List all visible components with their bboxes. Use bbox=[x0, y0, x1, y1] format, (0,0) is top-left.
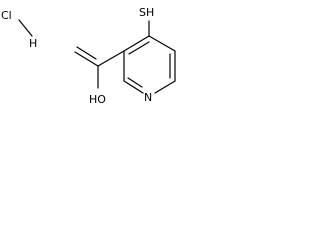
bond-c-o-double bbox=[74, 51, 99, 67]
bond-ring-cooh bbox=[97, 50, 125, 67]
atom-h-label: H bbox=[29, 37, 37, 50]
bond-h-cl bbox=[18, 19, 33, 37]
atom-sh-label: SH bbox=[139, 6, 154, 19]
atom-n-label: N bbox=[144, 91, 152, 104]
bond-ring-n-c2-inner bbox=[127, 77, 143, 88]
bond-ring-c3a-c3 bbox=[123, 35, 150, 52]
bond-ring-c5-c6 bbox=[154, 80, 176, 94]
bond-ring-n-c2 bbox=[123, 80, 144, 94]
atom-cl-label: Cl bbox=[1, 9, 12, 22]
bond-ring-c3-c4 bbox=[148, 35, 176, 52]
chemical-structure: Cl H SH HO N bbox=[1, 6, 176, 106]
atom-oh-label: HO bbox=[89, 93, 106, 106]
bond-c-o-double-inner bbox=[76, 46, 97, 60]
bond-ring-c3a-c3-inner bbox=[128, 41, 150, 55]
